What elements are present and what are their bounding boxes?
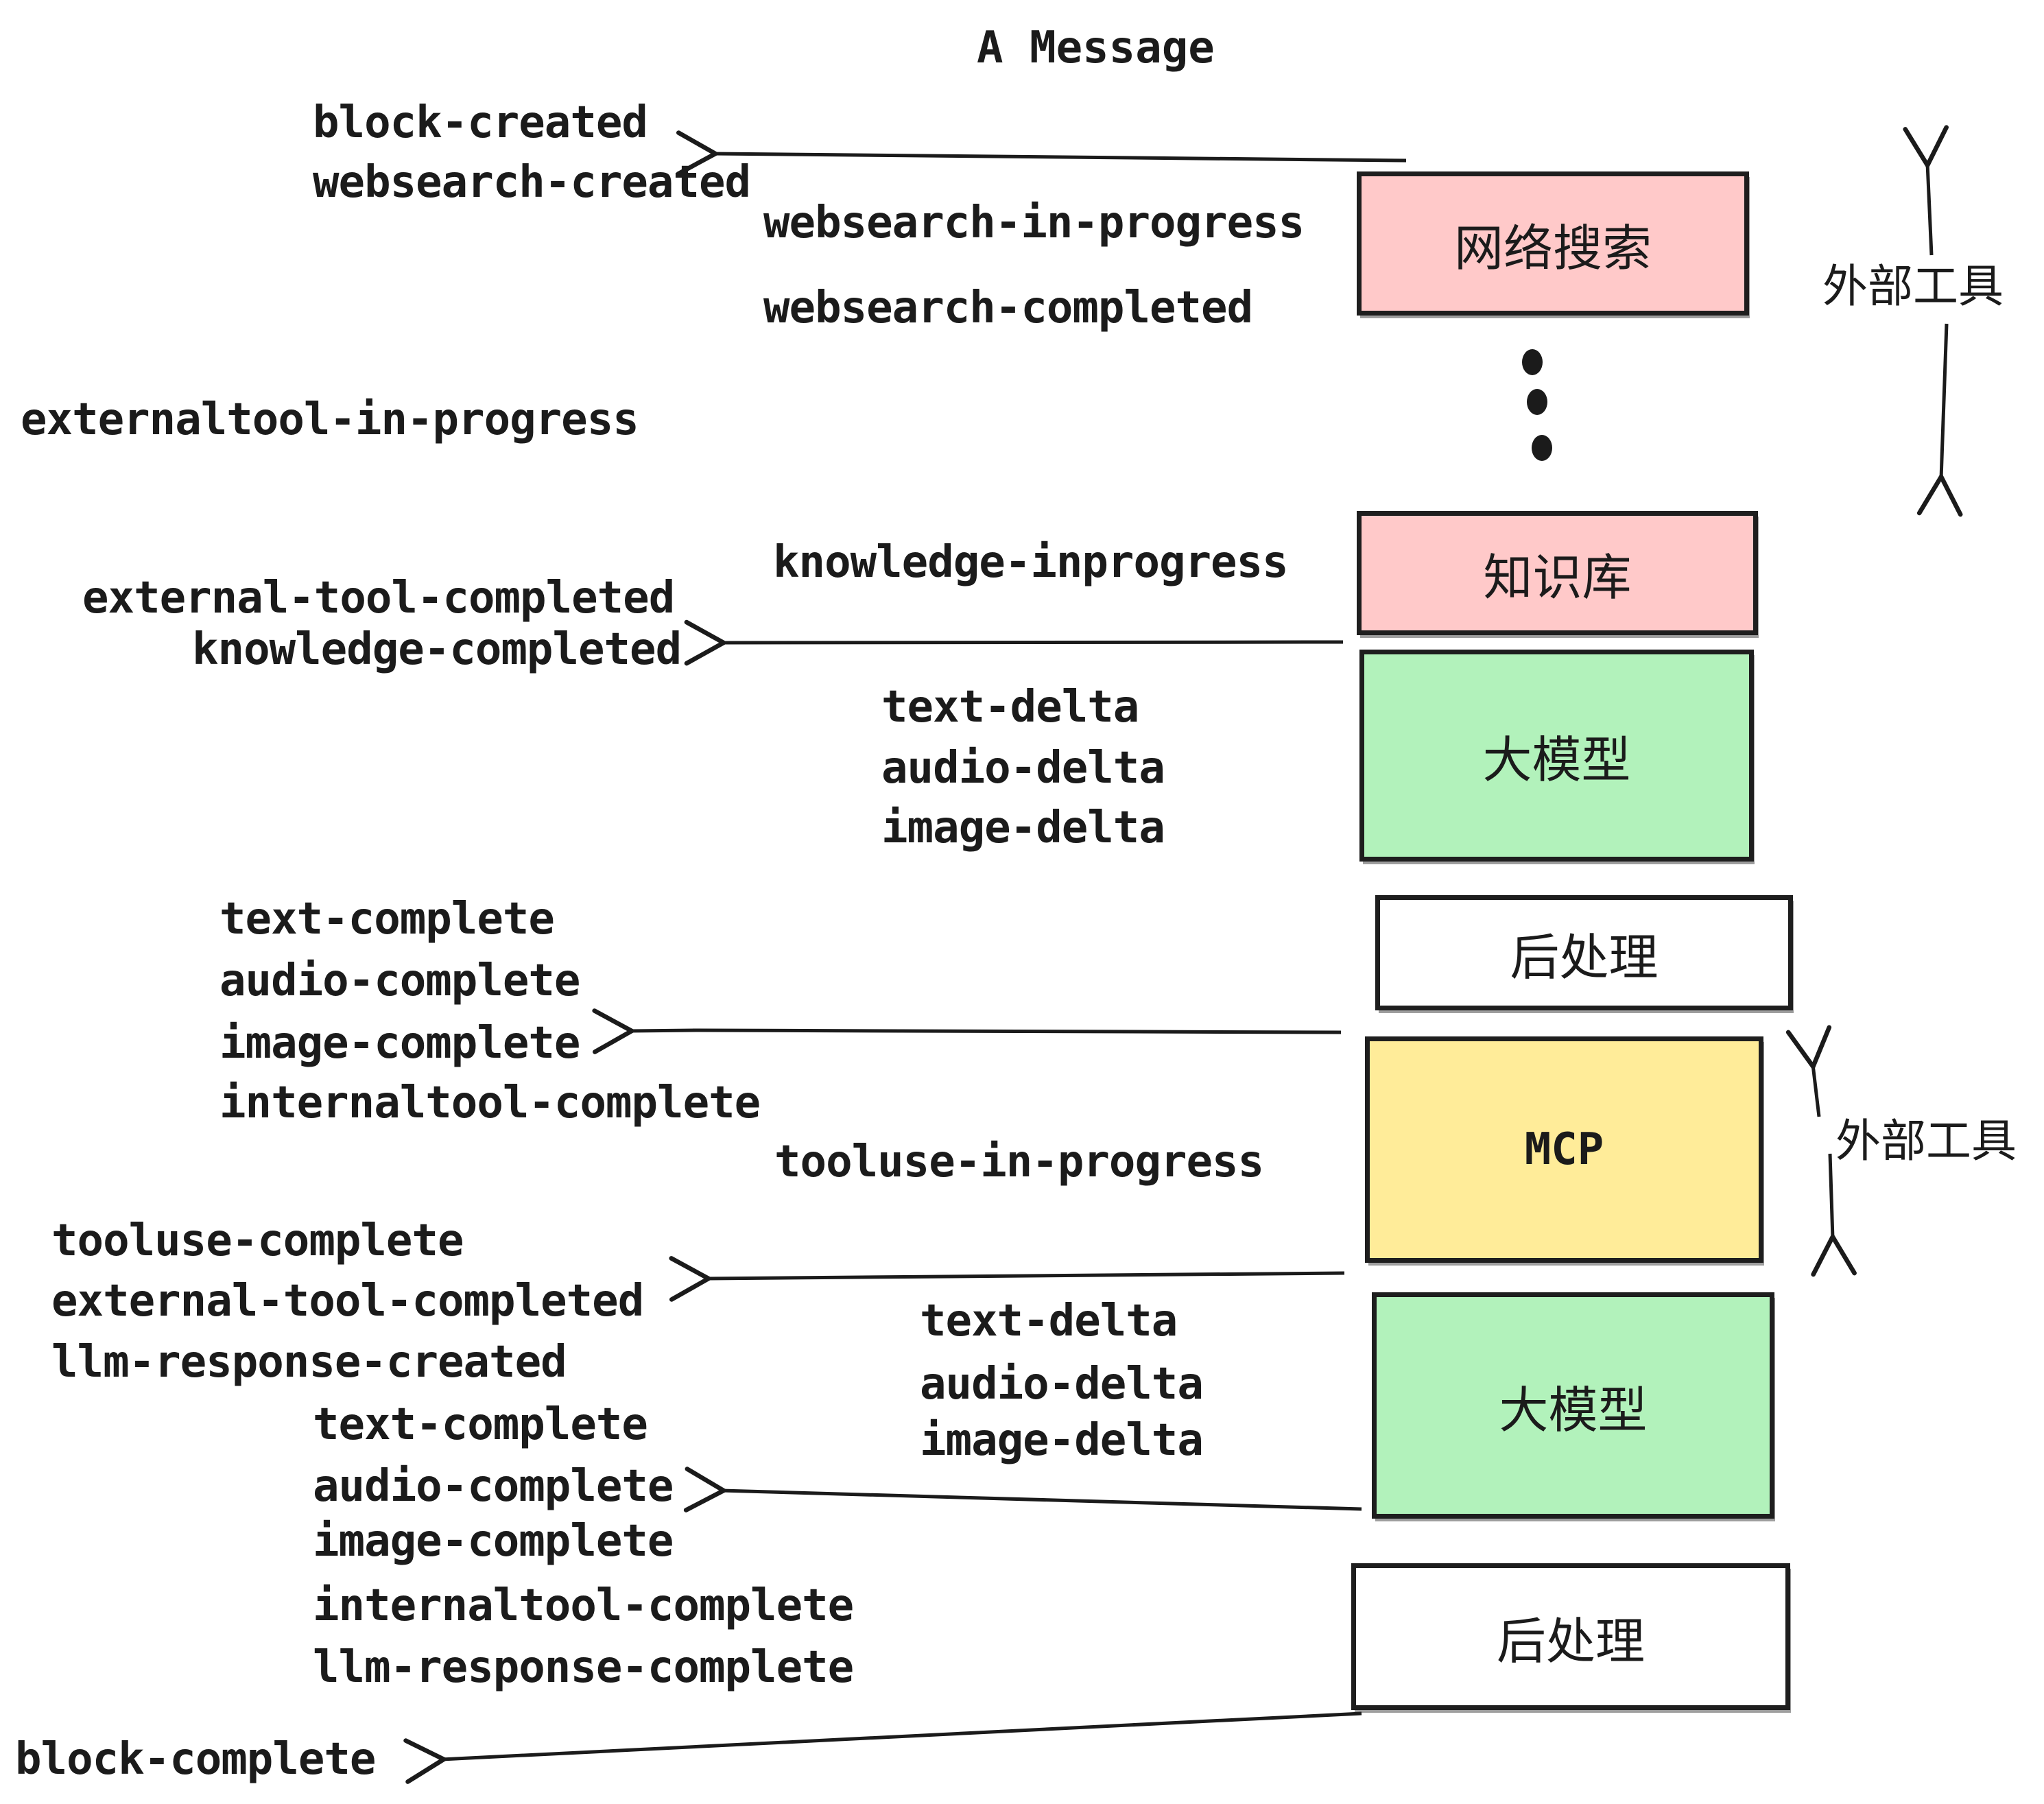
box-llm-1: 大模型 [1359, 650, 1754, 862]
arrow-knowledge-to-completed [684, 619, 1344, 666]
external-tools-down-arrow-2 [1811, 1153, 1857, 1277]
event-llm-response-created: llm-response-created [51, 1337, 567, 1388]
arrow-websearch-to-created [676, 130, 1407, 176]
event-websearch-completed: websearch-completed [763, 283, 1253, 333]
arrow-llm2-to-audio-complete [683, 1467, 1362, 1512]
event-internaltool-complete-2: internaltool-complete [313, 1580, 854, 1631]
box-knowledge-label: 知识库 [1483, 549, 1632, 606]
event-websearch-in-progress: websearch-in-progress [763, 198, 1305, 248]
event-block-complete: block-complete [15, 1734, 376, 1785]
event-tooluse-complete: tooluse-complete [51, 1215, 464, 1266]
event-internaltool-complete-1: internaltool-complete [219, 1078, 761, 1128]
event-external-tool-completed-2: external-tool-completed [51, 1276, 644, 1327]
arrow-post1-to-image-complete-head [592, 1008, 697, 1054]
box-llm-1-label: 大模型 [1482, 731, 1631, 789]
event-knowledge-completed: knowledge-completed [192, 624, 682, 675]
external-tools-up-arrow-2 [1785, 1025, 1832, 1117]
event-knowledge-inprogress: knowledge-inprogress [773, 537, 1289, 588]
event-image-complete-2: image-complete [313, 1516, 674, 1567]
box-websearch: 网络搜索 [1357, 171, 1749, 316]
ellipsis-dots [1522, 349, 1552, 461]
external-tools-label-1: 外部工具 [1822, 260, 2004, 313]
event-audio-complete-1: audio-complete [219, 956, 580, 1006]
event-audio-complete-2: audio-complete [313, 1461, 674, 1512]
event-external-tool-completed-1: external-tool-completed [82, 573, 675, 624]
box-llm-2: 大模型 [1372, 1292, 1774, 1519]
external-tools-down-arrow-1 [1916, 323, 1963, 517]
event-text-complete-1: text-complete [219, 894, 555, 945]
event-text-delta-2: text-delta [920, 1296, 1178, 1346]
box-postprocess-1-label: 后处理 [1510, 928, 1659, 986]
event-block-created: block-created [313, 97, 648, 148]
box-postprocess-2-label: 后处理 [1496, 1612, 1645, 1670]
event-externaltool-in-progress: externaltool-in-progress [21, 394, 639, 445]
event-llm-response-complete: llm-response-complete [313, 1642, 854, 1693]
box-postprocess-1: 后处理 [1375, 895, 1793, 1010]
event-image-delta-1: image-delta [881, 803, 1165, 853]
box-mcp-label: MCP [1524, 1124, 1604, 1175]
event-audio-delta-1: audio-delta [881, 743, 1165, 794]
event-audio-delta-2: audio-delta [920, 1359, 1204, 1410]
event-image-delta-2: image-delta [920, 1415, 1204, 1466]
event-tooluse-in-progress: tooluse-in-progress [774, 1137, 1264, 1187]
arrow-mcp-to-tooluse-complete [669, 1256, 1345, 1302]
event-image-complete-1: image-complete [219, 1018, 580, 1069]
box-websearch-label: 网络搜索 [1453, 219, 1652, 277]
box-mcp: MCP [1365, 1036, 1763, 1263]
event-websearch-created: websearch-created [313, 157, 751, 208]
box-postprocess-2: 后处理 [1351, 1563, 1790, 1710]
external-tools-up-arrow-1 [1903, 125, 1949, 256]
external-tools-label-2: 外部工具 [1835, 1115, 2017, 1167]
arrow-post1-to-image-complete-line [692, 1028, 1342, 1034]
arrow-post2-to-block-complete [403, 1711, 1362, 1784]
event-text-complete-2: text-complete [313, 1399, 648, 1450]
page-title: A Message [977, 23, 1215, 73]
box-llm-2-label: 大模型 [1499, 1381, 1648, 1439]
event-text-delta-1: text-delta [881, 682, 1139, 733]
box-knowledge: 知识库 [1357, 511, 1758, 635]
